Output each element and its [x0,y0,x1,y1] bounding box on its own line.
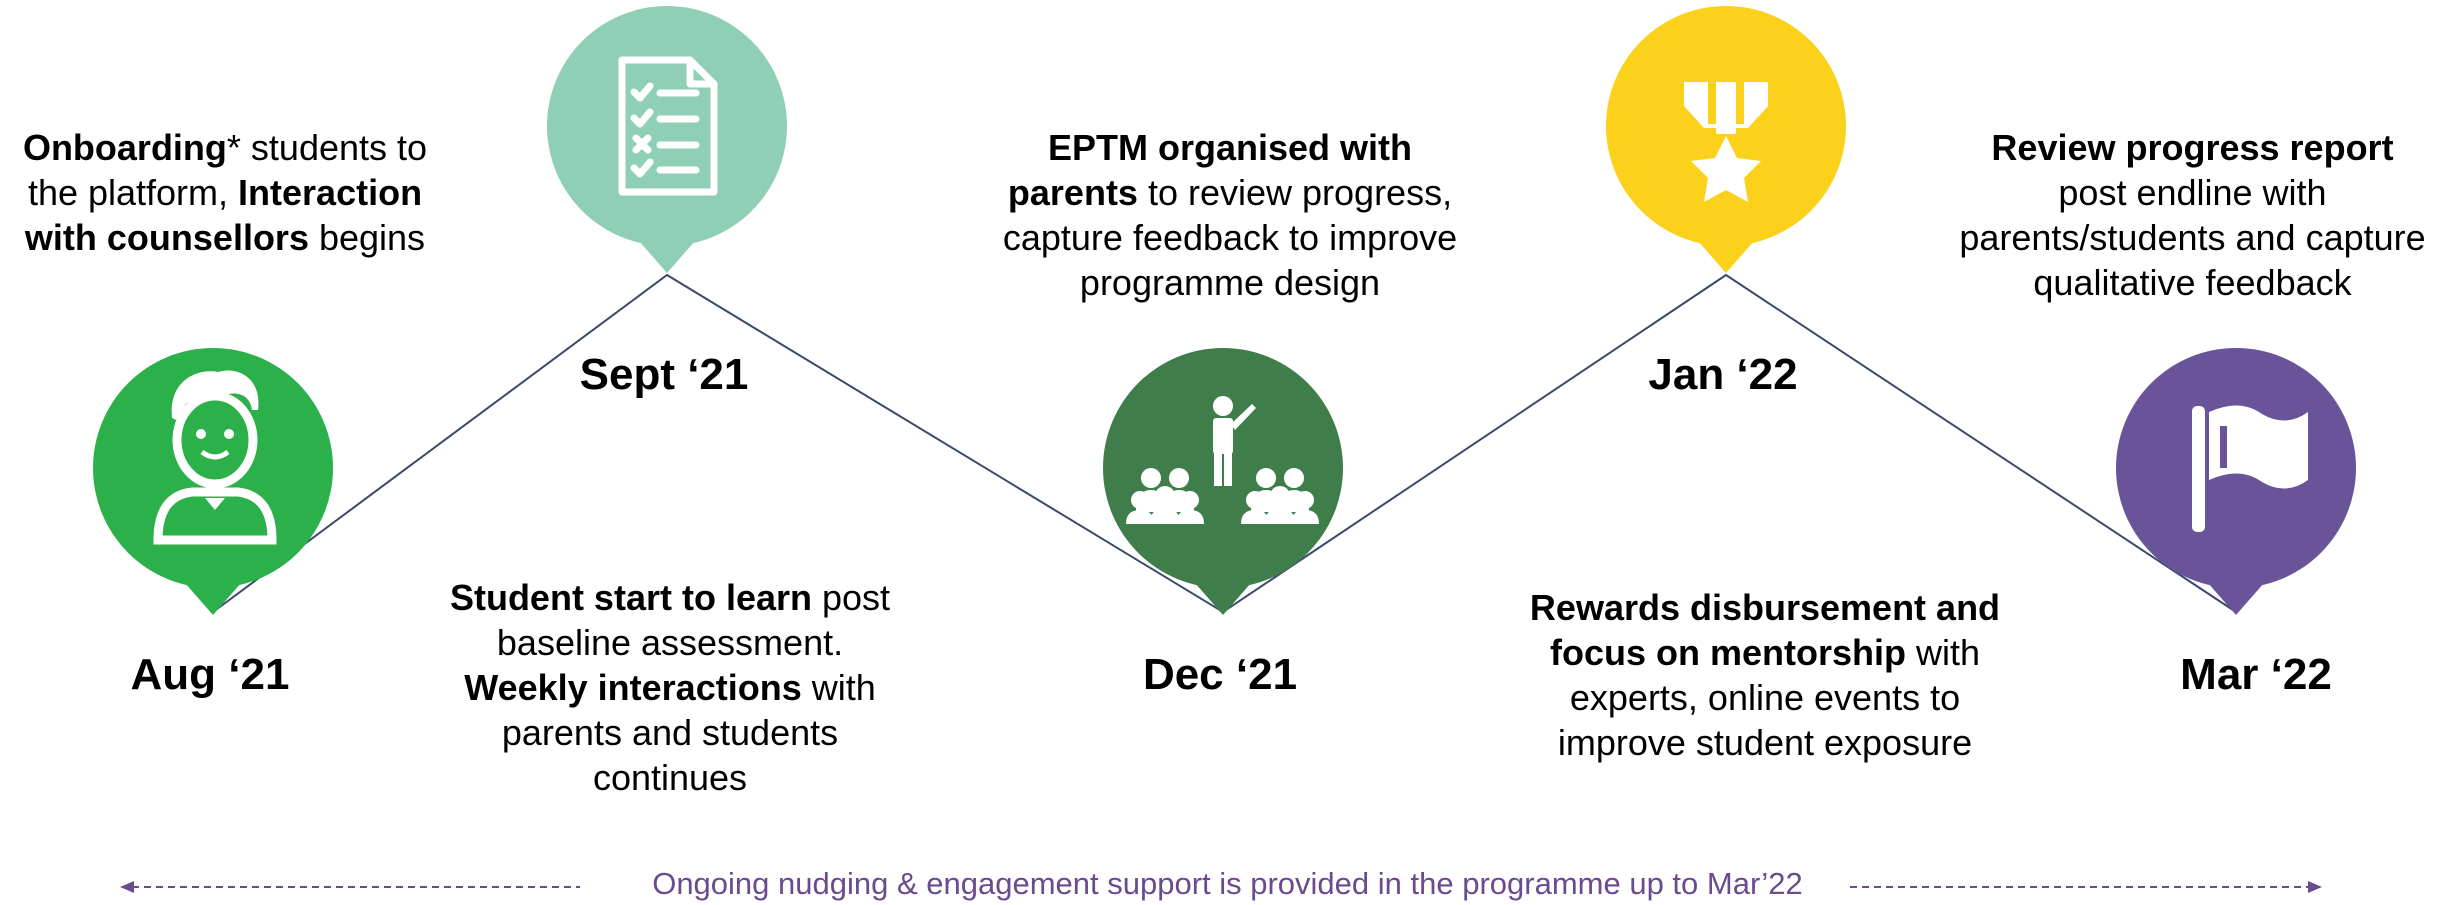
text: qualitative feedback [2033,262,2352,303]
text: improve student exposure [1557,722,1973,763]
pin-circle [547,6,787,246]
date-mar22: Mar ‘22 [2180,650,2332,699]
description-line: capture feedback to improve [970,215,1490,260]
milestone-pin-aug21 [93,348,333,615]
date-dec21: Dec ‘21 [1142,650,1298,699]
flag-icon [2192,405,2308,532]
text: with [1905,632,1981,673]
description-line: parents/students and capture [1930,215,2455,260]
bold-text: with counsellors [24,217,309,258]
description-line: improve student exposure [1490,720,2040,765]
pin-circle [1103,348,1343,588]
pin-tip [639,241,695,273]
description-line: parents and students [430,710,910,755]
text: begins [308,217,426,258]
description-line: parents to review progress, [970,170,1490,215]
footer-text: Ongoing nudging & engagement support is … [638,866,1817,901]
bold-text: Interaction [238,172,423,213]
bold-text: parents [1007,172,1138,213]
text: parents and students [501,712,839,753]
text: * students to [226,127,428,168]
description-line: Weekly interactions with [430,665,910,710]
description-line: Review progress report [1930,125,2455,170]
description-line: with counsellors begins [0,215,450,260]
description-line: focus on mentorship with [1490,630,2040,675]
pin-tip [1195,583,1251,615]
text: parents/students and capture [1959,217,2426,258]
description-line: Rewards disbursement and [1490,585,2040,630]
checklist-icon [618,56,718,196]
text: programme design [1079,262,1381,303]
student-icon [153,370,277,545]
date-jan22: Jan ‘22 [1648,350,1798,399]
description-line: qualitative feedback [1930,260,2455,305]
text: baseline assessment. [496,622,844,663]
milestone-pin-mar22 [2116,348,2356,615]
footer-note: Ongoing nudging & engagement support is … [0,866,2455,902]
date-sept21: Sept ‘21 [579,350,749,399]
footer-arrow-left-head [120,881,134,893]
pin-tip [1698,241,1754,273]
date-aug21: Aug ‘21 [130,650,290,699]
text: post endline with [2058,172,2327,213]
description-line: Student start to learn post [430,575,910,620]
bold-text: Weekly interactions [464,667,802,708]
description-line: continues [430,755,910,800]
description-line: baseline assessment. [430,620,910,665]
description-line: post endline with [1930,170,2455,215]
bold-text: Rewards disbursement and [1529,587,2001,628]
milestone-pin-dec21 [1103,348,1343,615]
description-line: the platform, Interaction [0,170,450,215]
milestone-pin-jan22 [1606,6,1846,273]
text: experts, online events to [1569,677,1961,718]
description-line: experts, online events to [1490,675,2040,720]
milestone-pin-sept21 [547,6,787,273]
footer-arrow-right-head [2308,881,2322,893]
bold-text: Student start to learn [449,577,812,618]
pin-tip [2208,583,2264,615]
text: with [801,667,876,708]
description-line: EPTM organised with [970,125,1490,170]
text: continues [592,757,748,798]
bold-text: Review progress report [1991,127,2394,168]
pin-tip [185,583,241,615]
award-medal-icon [1684,82,1768,202]
text: the platform, [27,172,239,213]
bold-text: EPTM organised with [1047,127,1413,168]
text: to review progress, [1137,172,1453,213]
bold-text: Onboarding [22,127,227,168]
text: capture feedback to improve [1002,217,1458,258]
description-line: programme design [970,260,1490,305]
presentation-audience-icon [1126,396,1319,524]
text: post [812,577,891,618]
description-line: Onboarding* students to [0,125,450,170]
bold-text: focus on mentorship [1549,632,1906,673]
